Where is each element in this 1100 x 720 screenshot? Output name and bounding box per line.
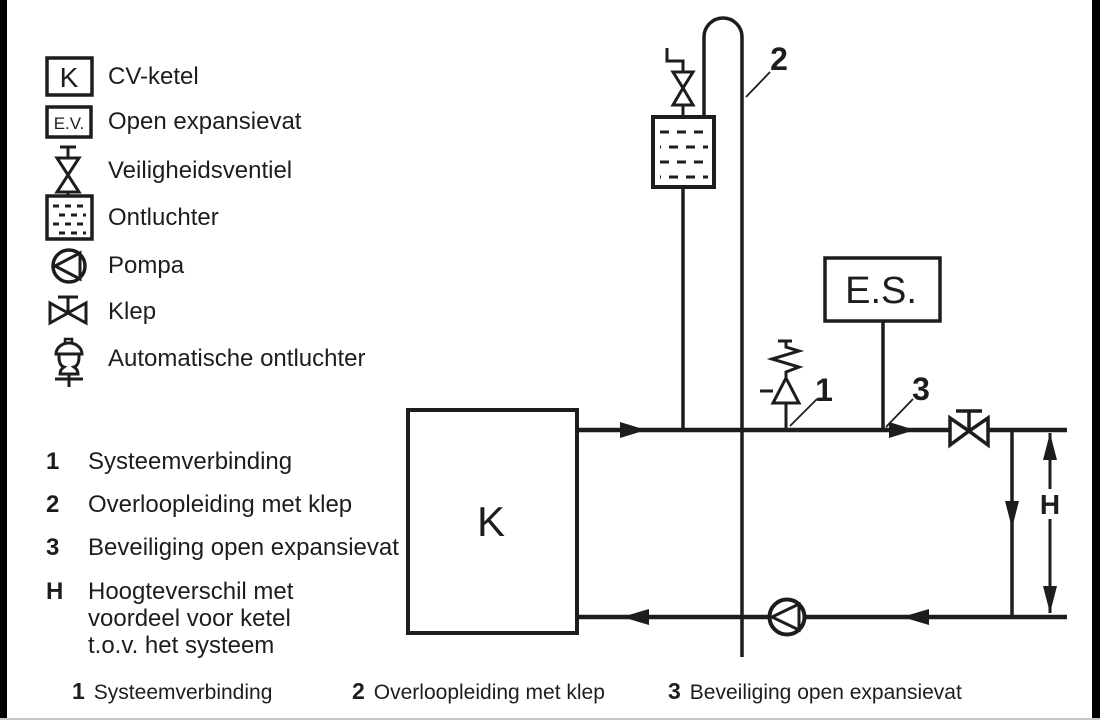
- cv-ketel-symbol-text: K: [60, 62, 79, 93]
- note-2-key: 2: [46, 491, 60, 518]
- flow-arrow-drop-down: [1005, 501, 1019, 528]
- veiligheidsventiel-icon: [54, 145, 82, 196]
- pump-icon: [767, 597, 807, 637]
- cv-ketel-symbol-icon: K: [45, 56, 94, 97]
- note-1-key: 1: [46, 448, 60, 475]
- flow-arrow-return-right: [902, 609, 929, 625]
- boiler: K: [406, 408, 579, 635]
- callout-1-leader: [789, 398, 818, 427]
- expansievat-symbol-icon: E.V.: [45, 105, 93, 139]
- caption-3-num: 3: [668, 678, 681, 704]
- flow-arrow-supply-left: [620, 422, 646, 438]
- spring-safety-valve-icon: [760, 339, 805, 430]
- caption-item-1: 1 Systeemverbinding: [72, 678, 272, 706]
- legend-label-open-expansievat: Open expansievat: [108, 108, 302, 135]
- automatische-ontluchter-icon: [54, 337, 84, 387]
- klep-icon: [48, 295, 88, 326]
- boiler-label: K: [477, 498, 505, 545]
- caption-2-num: 2: [352, 678, 365, 704]
- expansievat-symbol-text: E.V.: [54, 114, 85, 133]
- flow-arrows: [620, 422, 1019, 625]
- flow-arrow-return-left: [622, 609, 649, 625]
- boiler-box: [406, 408, 579, 635]
- bottom-edge-line: [0, 718, 1100, 720]
- legend-label-cv-ketel: CV-ketel: [108, 63, 199, 90]
- height-dimension: H: [1040, 433, 1060, 613]
- callout-3-label: 3: [912, 371, 930, 407]
- note-h-line-3: t.o.v. het systeem: [88, 632, 275, 659]
- legend-symbols: K E.V.: [45, 56, 94, 387]
- caption-3-text: Beveiliging open expansievat: [689, 681, 962, 704]
- caption-item-2: 2 Overloopleiding met klep: [352, 678, 605, 706]
- legend-label-ontluchter: Ontluchter: [108, 204, 219, 231]
- legend-label-klep: Klep: [108, 298, 157, 325]
- legend-label-pompa: Pompa: [108, 252, 185, 279]
- note-3-key: 3: [46, 534, 60, 561]
- caption-1-text: Systeemverbinding: [93, 681, 273, 704]
- note-h-key: H: [46, 578, 64, 605]
- height-dimension-label: H: [1040, 489, 1060, 520]
- overflow-pipe: [702, 16, 744, 657]
- system-diagram: K: [406, 16, 1067, 657]
- callout-3-leader: [885, 398, 914, 428]
- callouts: 1 2 3: [745, 41, 930, 428]
- caption-1-num: 1: [72, 678, 85, 704]
- note-h-text: Hoogteverschil met voordeel voor ketel t…: [88, 578, 293, 659]
- es-label: E.S.: [845, 270, 917, 312]
- caption-2-text: Overloopleiding met klep: [373, 681, 605, 704]
- callout-1-label: 1: [815, 372, 833, 408]
- note-3-text: Beveiliging open expansievat: [88, 534, 399, 561]
- expansion-vessel: [651, 115, 716, 189]
- note-1-text: Systeemverbinding: [88, 448, 293, 475]
- caption-item-3: 3 Beveiliging open expansievat: [668, 678, 962, 706]
- vessel-vent-valve: [665, 48, 696, 117]
- right-edge-bar: [1092, 0, 1100, 720]
- pomp-icon: [51, 248, 87, 284]
- ontluchter-icon: [45, 194, 94, 241]
- callout-2-leader: [745, 71, 771, 98]
- note-h-line-2: voordeel voor ketel: [88, 605, 291, 632]
- es-box: E.S.: [823, 256, 942, 323]
- callout-2-label: 2: [770, 41, 788, 77]
- note-h-line-1: Hoogteverschil met: [88, 578, 294, 605]
- left-edge-bar: [0, 0, 7, 720]
- flow-arrow-supply-right: [889, 422, 915, 438]
- legend-label-veiligheidsventiel: Veiligheidsventiel: [108, 157, 293, 184]
- note-2-text: Overloopleiding met klep: [88, 491, 353, 518]
- shutoff-valve-icon: [948, 409, 990, 449]
- legend-label-automatische-ontluchter: Automatische ontluchter: [108, 345, 366, 372]
